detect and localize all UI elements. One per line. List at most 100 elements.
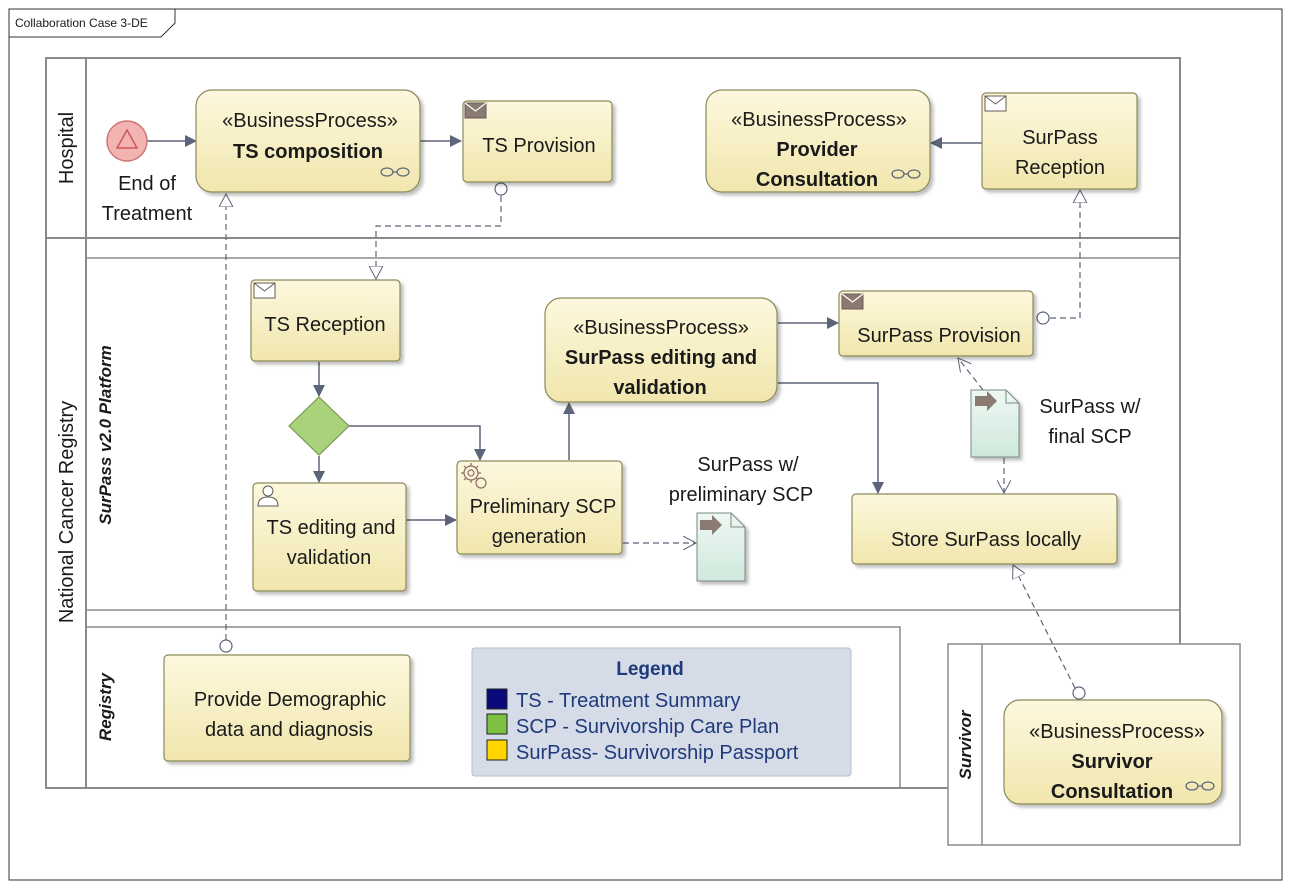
task-ts-reception[interactable]: TS Reception xyxy=(250,279,401,362)
data-object-label-line-1: SurPass w/ xyxy=(1039,396,1141,418)
data-object-label-line-2: preliminary SCP xyxy=(669,484,813,506)
task-name-line-1: SurPass editing and xyxy=(565,347,757,369)
data-object-preliminary-scp[interactable]: SurPass w/ preliminary SCP xyxy=(669,454,813,582)
task-shape xyxy=(981,92,1138,190)
survivor-pool-label: Survivor xyxy=(956,709,975,779)
task-survivor-consultation[interactable]: «BusinessProcess» Survivor Consultation xyxy=(1003,699,1223,805)
task-shape xyxy=(851,493,1118,565)
flow-gateway-to-scp xyxy=(349,425,486,461)
msg-source-marker xyxy=(494,182,508,196)
stereotype-label: «BusinessProcess» xyxy=(573,317,749,339)
task-shape xyxy=(250,279,401,362)
task-name-line-2: validation xyxy=(613,377,706,399)
subprocess-link-icon xyxy=(1185,781,1215,791)
task-store-surpass[interactable]: Store SurPass locally xyxy=(851,493,1118,565)
task-shape xyxy=(195,89,421,193)
task-shape xyxy=(456,460,623,555)
start-event-circle xyxy=(106,120,148,162)
hospital-pool-label: Hospital xyxy=(56,112,78,184)
task-provider-consultation[interactable]: «BusinessProcess» Provider Consultation xyxy=(705,89,931,193)
stereotype-label: «BusinessProcess» xyxy=(1029,721,1205,743)
send-envelope-icon xyxy=(841,293,864,310)
task-name: TS composition xyxy=(233,141,383,163)
legend-swatch-scp xyxy=(486,713,508,735)
legend-item-label: SurPass- Survivorship Passport xyxy=(516,742,799,764)
task-name-line-2: data and diagnosis xyxy=(205,719,373,741)
output-arrow-icon xyxy=(700,515,722,535)
task-preliminary-scp[interactable]: Preliminary SCP generation xyxy=(456,460,623,555)
task-shape xyxy=(1003,699,1223,805)
task-shape xyxy=(462,100,613,183)
task-name-line-1: SurPass xyxy=(1022,127,1098,149)
task-surpass-reception[interactable]: SurPass Reception xyxy=(981,92,1138,190)
stereotype-label: «BusinessProcess» xyxy=(731,109,907,131)
subprocess-link-icon xyxy=(380,167,410,177)
msg-source-marker xyxy=(219,639,233,653)
flow-editing-to-store xyxy=(778,382,884,494)
msg-provision-to-ts-reception xyxy=(376,196,502,279)
task-name-line-2: Consultation xyxy=(1051,781,1173,803)
legend: Legend TS - Treatment Summary SCP - Surv… xyxy=(471,647,852,777)
receive-envelope-icon xyxy=(984,95,1007,112)
frame-title-tab xyxy=(8,8,176,38)
platform-lane xyxy=(85,257,1181,611)
msg-surpass-provision-to-reception xyxy=(1050,190,1080,319)
data-object-final-scp[interactable]: SurPass w/ final SCP xyxy=(970,389,1141,458)
start-event-end-of-treatment[interactable]: End of Treatment xyxy=(102,120,193,225)
task-ts-provision[interactable]: TS Provision xyxy=(462,100,613,183)
receive-envelope-icon xyxy=(253,282,276,299)
message-flows xyxy=(226,190,1080,689)
legend-swatch-surpass xyxy=(486,739,508,761)
task-name-line-2: Consultation xyxy=(756,169,878,191)
legend-box xyxy=(471,647,852,777)
stereotype-label: «BusinessProcess» xyxy=(222,110,398,132)
task-name-line-1: Preliminary SCP xyxy=(470,496,617,518)
task-name: SurPass Provision xyxy=(857,325,1020,347)
task-ts-editing[interactable]: TS editing and validation xyxy=(252,482,407,592)
task-shape xyxy=(705,89,931,193)
start-event-label-line-2: Treatment xyxy=(102,203,193,225)
task-surpass-provision[interactable]: SurPass Provision xyxy=(838,290,1034,357)
escalation-triangle-icon xyxy=(115,128,139,149)
task-name: TS Provision xyxy=(482,135,595,157)
platform-lane-label: SurPass v2.0 Platform xyxy=(96,345,115,525)
task-shape xyxy=(163,654,411,762)
document-shape xyxy=(970,389,1020,458)
task-name-line-1: TS editing and xyxy=(267,517,396,539)
task-shape xyxy=(838,290,1034,357)
task-name: TS Reception xyxy=(264,314,385,336)
document-fold xyxy=(1005,390,1019,404)
task-ts-composition[interactable]: «BusinessProcess» TS composition xyxy=(195,89,421,193)
task-name-line-1: Provider xyxy=(776,139,857,161)
assoc-final-doc-to-provision xyxy=(958,358,984,391)
sequence-flows xyxy=(147,135,982,526)
msg-source-marker xyxy=(1072,686,1086,700)
task-shape xyxy=(252,482,407,592)
task-name-line-2: Reception xyxy=(1015,157,1105,179)
exclusive-gateway[interactable] xyxy=(288,396,350,456)
frame-title: Collaboration Case 3-DE xyxy=(15,16,148,30)
user-task-icon xyxy=(257,485,279,507)
registry-lane xyxy=(85,626,901,789)
registry-pool: National Cancer Registry SurPass v2.0 Pl… xyxy=(45,237,1181,789)
task-shape xyxy=(544,297,778,403)
task-surpass-editing[interactable]: «BusinessProcess» SurPass editing and va… xyxy=(544,297,778,403)
legend-swatch-ts xyxy=(486,688,508,710)
subprocess-link-icon xyxy=(891,169,921,179)
msg-survivor-to-store xyxy=(1013,565,1076,689)
data-object-label-line-1: SurPass w/ xyxy=(697,454,799,476)
send-envelope-icon xyxy=(464,102,487,119)
task-provide-demographic[interactable]: Provide Demographic data and diagnosis xyxy=(163,654,411,762)
document-fold xyxy=(730,513,745,528)
service-gear-icon xyxy=(461,463,487,489)
legend-item-label: TS - Treatment Summary xyxy=(516,690,741,712)
gateway-diamond xyxy=(288,396,350,456)
legend-title: Legend xyxy=(616,659,684,680)
output-arrow-icon xyxy=(975,391,997,411)
task-name: Store SurPass locally xyxy=(891,529,1081,551)
registry-lane-label: Registry xyxy=(96,671,115,741)
task-name-line-2: validation xyxy=(287,547,372,569)
registry-pool-label: National Cancer Registry xyxy=(56,401,78,623)
data-associations xyxy=(623,358,1004,543)
